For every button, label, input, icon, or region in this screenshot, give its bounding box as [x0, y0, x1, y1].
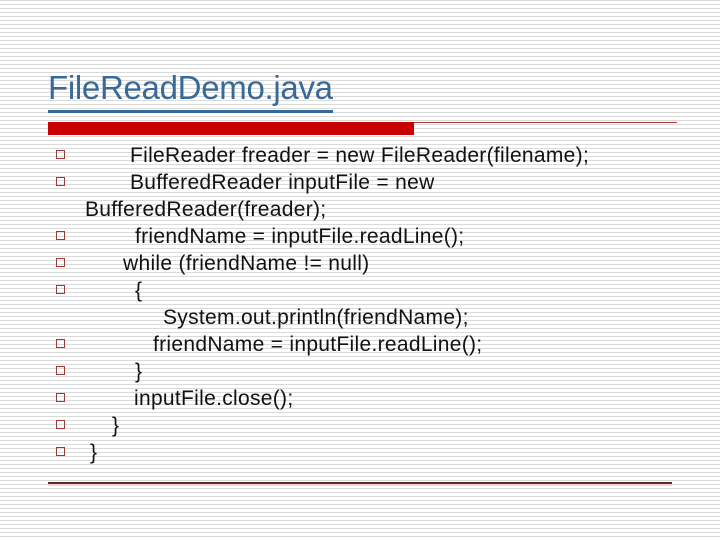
- bullet-square-icon: [56, 366, 65, 375]
- bullet-square-icon: [56, 150, 65, 159]
- code-text: }: [90, 441, 98, 464]
- bullet-square-icon: [56, 447, 65, 456]
- page-title-text: FileReadDemo.java: [48, 67, 333, 114]
- code-line: inputFile.close();: [48, 386, 713, 413]
- code-text: while (friendName != null): [123, 252, 370, 275]
- bullet-square-icon: [56, 258, 65, 267]
- code-line: System.out.println(friendName);: [48, 305, 713, 332]
- code-line: while (friendName != null): [48, 251, 713, 278]
- code-block: FileReader freader = new FileReader(file…: [48, 143, 713, 467]
- bullet-square-icon: [56, 177, 65, 186]
- code-text: }: [112, 414, 120, 437]
- code-line: {: [48, 278, 713, 305]
- code-text: BufferedReader inputFile = new: [130, 171, 435, 194]
- code-line: }: [48, 413, 713, 440]
- code-line: BufferedReader(freader);: [48, 197, 713, 224]
- bullet-square-icon: [56, 339, 65, 348]
- page-title: FileReadDemo.java: [48, 67, 333, 114]
- code-line: friendName = inputFile.readLine();: [48, 224, 713, 251]
- code-line: }: [48, 359, 713, 386]
- code-text: inputFile.close();: [134, 387, 294, 410]
- code-text: System.out.println(friendName);: [163, 306, 469, 329]
- code-text: friendName = inputFile.readLine();: [153, 333, 483, 356]
- title-accent-bar: [48, 122, 414, 135]
- code-line: friendName = inputFile.readLine();: [48, 332, 713, 359]
- bottom-rule: [48, 482, 672, 486]
- code-line: }: [48, 440, 713, 467]
- code-text: FileReader freader = new FileReader(file…: [130, 144, 590, 167]
- code-text: friendName = inputFile.readLine();: [135, 225, 465, 248]
- bullet-square-icon: [56, 420, 65, 429]
- bullet-square-icon: [56, 285, 65, 294]
- bullet-square-icon: [56, 393, 65, 402]
- bullet-square-icon: [56, 231, 65, 240]
- code-text: BufferedReader(freader);: [85, 198, 327, 221]
- code-line: BufferedReader inputFile = new: [48, 170, 713, 197]
- code-line: FileReader freader = new FileReader(file…: [48, 143, 713, 170]
- code-text: }: [135, 360, 143, 383]
- code-text: {: [135, 279, 143, 302]
